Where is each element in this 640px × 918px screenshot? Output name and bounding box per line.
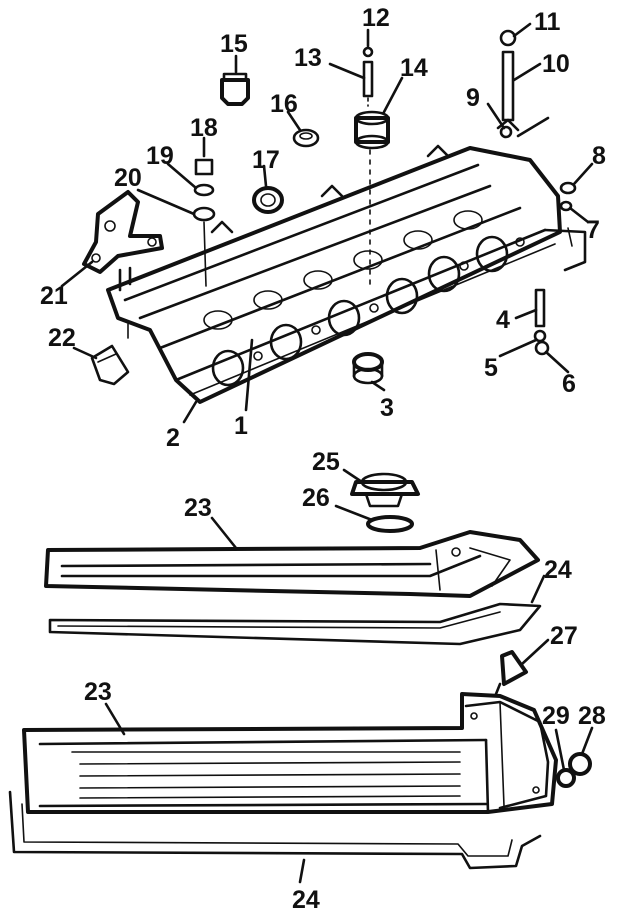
callout-24-upper: 24 — [544, 556, 572, 584]
valve-cover-upper — [44, 530, 540, 598]
callout-5: 5 — [484, 354, 498, 382]
callout-15: 15 — [220, 30, 248, 58]
oil-filler-cap — [220, 72, 250, 106]
plug-28 — [568, 752, 592, 776]
callout-2: 2 — [166, 424, 180, 452]
seal-piece — [90, 344, 130, 386]
cover-gasket-upper — [48, 602, 542, 646]
washer-29 — [556, 768, 576, 788]
callout-7: 7 — [586, 216, 600, 244]
callout-21: 21 — [40, 282, 68, 310]
callout-23-lower: 23 — [84, 678, 112, 706]
long-stud — [499, 29, 517, 122]
callout-23-upper: 23 — [184, 494, 212, 522]
oil-seal — [292, 128, 320, 148]
cover-gasket-lower — [8, 790, 542, 870]
nut-8 — [559, 181, 577, 195]
callout-12: 12 — [362, 4, 390, 32]
callout-28: 28 — [578, 702, 606, 730]
o-ring-26 — [366, 515, 414, 533]
callout-10: 10 — [542, 50, 570, 78]
callout-4: 4 — [496, 306, 510, 334]
callout-17: 17 — [252, 146, 280, 174]
valve-cover-lower — [22, 692, 558, 814]
callout-20: 20 — [114, 164, 142, 192]
callout-18: 18 — [190, 114, 218, 142]
callout-24-lower: 24 — [292, 886, 320, 914]
callout-8: 8 — [592, 142, 606, 170]
callout-6: 6 — [562, 370, 576, 398]
washer-9 — [499, 125, 513, 139]
sealing-ring — [252, 186, 284, 214]
callout-labels: 1 2 3 4 5 6 7 8 9 10 11 12 13 14 15 16 1… — [40, 4, 606, 914]
leader-lines — [60, 22, 594, 884]
callout-22: 22 — [48, 324, 76, 352]
callout-14: 14 — [400, 54, 428, 82]
washer-7 — [559, 200, 573, 212]
valve-pin — [362, 46, 374, 291]
callout-9: 9 — [466, 84, 480, 112]
callout-1: 1 — [234, 412, 248, 440]
cylinder-head — [106, 118, 587, 404]
callout-25: 25 — [312, 448, 340, 476]
callout-3: 3 — [380, 394, 394, 422]
callout-11: 11 — [534, 8, 561, 36]
seal-3 — [352, 352, 384, 385]
callout-16: 16 — [270, 90, 298, 118]
tappet-bucket — [354, 110, 390, 150]
callout-13: 13 — [294, 44, 322, 72]
stud-4 — [533, 288, 550, 356]
callout-19: 19 — [146, 142, 174, 170]
callout-26: 26 — [302, 484, 330, 512]
lifting-bracket — [82, 190, 164, 274]
filler-cap-25 — [350, 472, 420, 508]
bolt-27 — [494, 650, 528, 696]
callout-27: 27 — [550, 622, 578, 650]
callout-29: 29 — [542, 702, 570, 730]
